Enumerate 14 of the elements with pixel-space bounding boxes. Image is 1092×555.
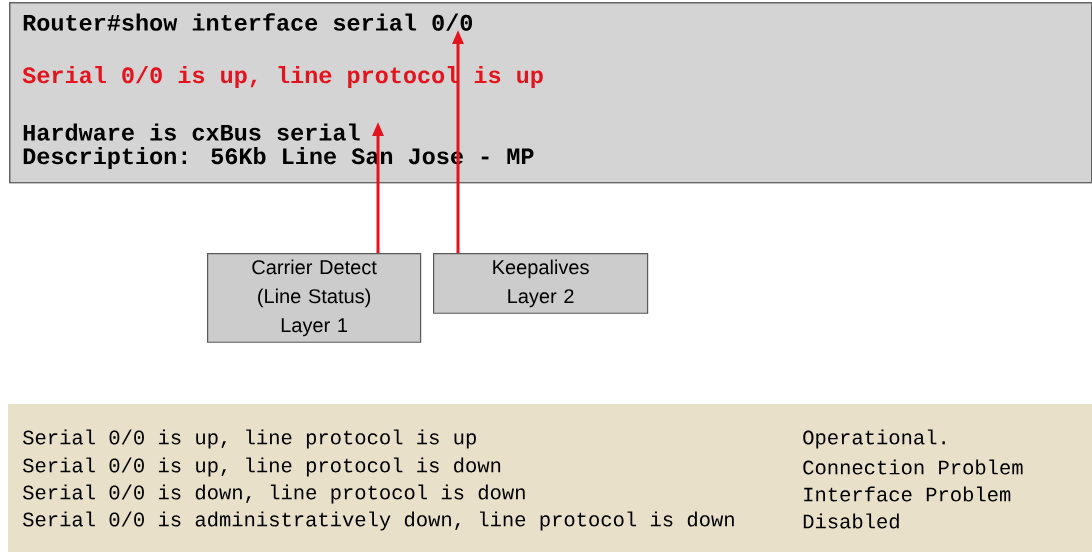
table-cell: Serial 0/0 is administratively down, line protocol is down [23,511,734,531]
console-output-panel [9,2,1092,184]
table-cell: Disabled [803,513,899,529]
console-line: Router#show interface serial 0/0 [23,13,473,31]
table-cell: Operational. [803,429,945,449]
table-cell: Serial 0/0 is up, line protocol is down [23,457,501,477]
label-box: Carrier Detect (Line Status) Layer 1 [207,253,422,343]
table-cell: Connection Problem [803,459,1023,475]
table-cell: Interface Problem [804,486,1011,502]
console-line: Serial 0/0 is up, line protocol is up [22,66,543,88]
label-box: Keepalives Layer 2 [433,253,649,314]
table-cell: Serial 0/0 is up, line protocol is up [23,429,476,449]
table-cell: Serial 0/0 is down, line protocol is down [23,484,525,504]
console-line: Hardware is cxBus serial [23,123,360,141]
